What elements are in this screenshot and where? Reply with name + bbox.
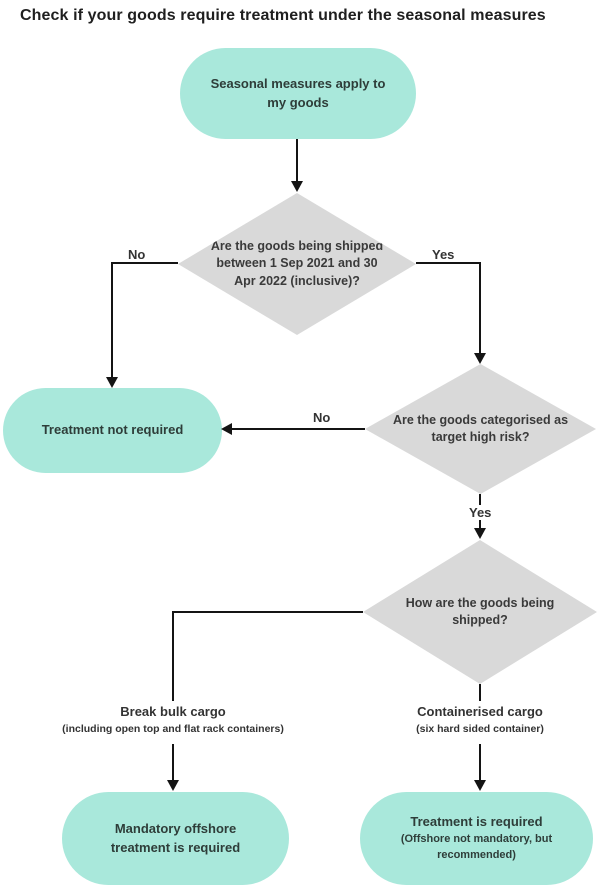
- connector-decision3-right-vertical-bottom: [479, 744, 481, 780]
- start-node: Seasonal measures apply to my goods: [180, 48, 416, 139]
- decision-shipping-method-label: How are the goods being shipped?: [405, 595, 555, 628]
- edge-label-no-1: No: [125, 247, 149, 262]
- decision-shipping-window-label: Are the goods being shipped between 1 Se…: [210, 238, 384, 288]
- page-title: Check if your goods require treatment un…: [20, 7, 546, 24]
- connector-decision2-no: [231, 428, 365, 430]
- connector-decision3-left-horizontal: [172, 611, 363, 613]
- arrowhead-into-no-treatment: [106, 377, 118, 388]
- outcome-treatment-required-node: Treatment is required (Offshore not mand…: [360, 792, 593, 885]
- arrowhead-into-mandatory-offshore: [167, 780, 179, 791]
- decision-high-risk-label: Are the goods categorised as target high…: [392, 412, 569, 445]
- decision-high-risk: Are the goods categorised as target high…: [365, 364, 596, 494]
- outcome-treatment-required-sublabel: (Offshore not mandatory, but recommended…: [400, 832, 553, 861]
- edge-label-yes-1: Yes: [429, 247, 458, 262]
- connector-decision3-left-vertical-top: [172, 611, 174, 701]
- outcome-no-treatment-node: Treatment not required: [3, 388, 222, 473]
- arrowhead-into-treatment-required: [474, 780, 486, 791]
- containerised-label: Containerised cargo: [417, 704, 543, 719]
- arrowhead-into-decision3: [474, 528, 486, 539]
- decision-shipping-method: How are the goods being shipped?: [363, 540, 597, 684]
- connector-decision1-no-vertical: [111, 262, 113, 378]
- connector-decision3-right-vertical-top: [479, 684, 481, 701]
- edge-label-yes-2: Yes: [466, 505, 495, 520]
- break-bulk-label: Break bulk cargo: [120, 704, 226, 719]
- arrowhead-into-decision2: [474, 353, 486, 364]
- connector-decision3-left-vertical-bottom: [172, 744, 174, 780]
- branch-label-containerised: Containerised cargo (six hard sided cont…: [352, 702, 600, 737]
- start-node-label: Seasonal measures apply to my goods: [210, 76, 386, 110]
- outcome-mandatory-offshore-label: Mandatory offshore treatment is required: [110, 821, 241, 855]
- outcome-treatment-required-text: Treatment is required (Offshore not mand…: [380, 813, 573, 863]
- connector-start-to-decision1: [296, 139, 298, 181]
- connector-decision1-yes-vertical: [479, 262, 481, 354]
- decision-shipping-window: Are the goods being shipped between 1 Se…: [178, 193, 416, 335]
- outcome-mandatory-offshore-node: Mandatory offshore treatment is required: [62, 792, 289, 885]
- outcome-treatment-required-label: Treatment is required: [410, 814, 543, 830]
- branch-label-break-bulk: Break bulk cargo (including open top and…: [45, 702, 301, 737]
- arrowhead-into-no-treatment-right: [221, 423, 232, 435]
- arrowhead-into-decision1: [291, 181, 303, 192]
- containerised-sublabel: (six hard sided container): [416, 722, 544, 735]
- edge-label-no-2: No: [310, 410, 334, 425]
- connector-decision1-yes-horizontal: [416, 262, 480, 264]
- connector-decision1-no-horizontal: [112, 262, 178, 264]
- outcome-no-treatment-label: Treatment not required: [41, 422, 184, 438]
- break-bulk-sublabel: (including open top and flat rack contai…: [62, 722, 284, 735]
